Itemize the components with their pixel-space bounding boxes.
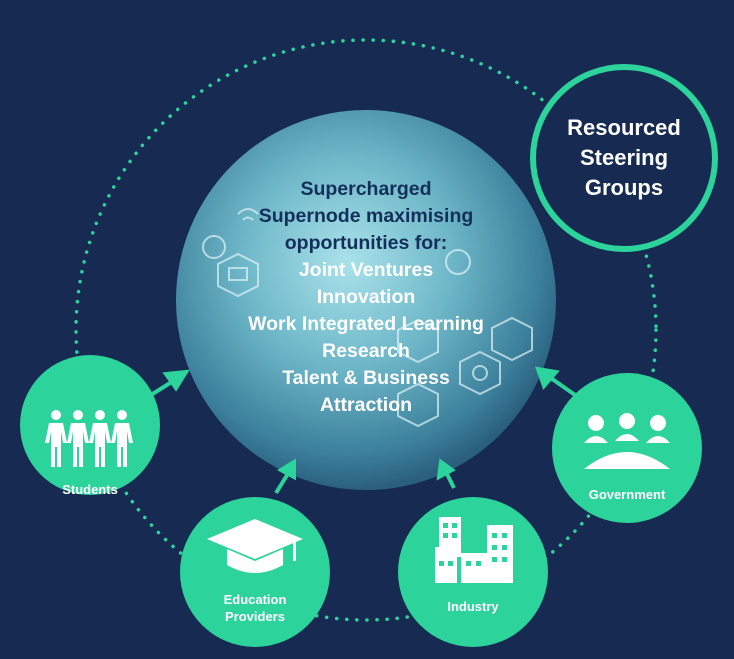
hub-heading-line: opportunities for: xyxy=(284,232,448,254)
buildings-icon xyxy=(435,517,513,583)
opportunity-item: Research xyxy=(322,340,410,362)
opportunity-item: Talent & Business xyxy=(282,367,450,389)
hub-decor-icons xyxy=(202,208,533,428)
meeting-icon xyxy=(584,413,670,469)
industry-label: Industry xyxy=(447,599,499,614)
orbit-ring xyxy=(74,38,658,622)
arrow-industry-head xyxy=(436,458,456,481)
education-providers-label: Education Providers xyxy=(223,592,287,624)
arrow-government xyxy=(546,374,577,397)
flow-arrows xyxy=(141,366,577,495)
arrow-government-head xyxy=(534,366,560,390)
people-icon xyxy=(45,410,133,467)
opportunity-item: Joint Ventures xyxy=(298,259,434,281)
steering-groups-label: Resourced Steering Groups xyxy=(567,115,681,200)
government-label: Government xyxy=(588,487,666,502)
hub-circle xyxy=(176,110,556,490)
arrow-students-head xyxy=(162,369,190,392)
hub-heading-line: Supercharged xyxy=(300,178,432,200)
students-node: Students xyxy=(20,355,160,497)
arrow-education-head xyxy=(276,458,296,481)
education-providers-node: Education Providers xyxy=(180,497,330,647)
hub-text: Supercharged Supernode maximising opport… xyxy=(200,176,532,419)
graduation-cap-icon xyxy=(207,519,303,573)
opportunity-item: Work Integrated Learning xyxy=(248,313,484,335)
students-label: Students xyxy=(62,482,118,497)
industry-node: Industry xyxy=(398,497,548,647)
arrow-education xyxy=(274,470,291,495)
hub-heading-line: Supernode maximising xyxy=(258,205,474,227)
opportunity-item: Innovation xyxy=(316,286,416,308)
steering-groups-circle: Resourced Steering Groups xyxy=(530,64,718,252)
government-node: Government xyxy=(552,373,702,523)
opportunity-item: Attraction xyxy=(319,394,413,416)
